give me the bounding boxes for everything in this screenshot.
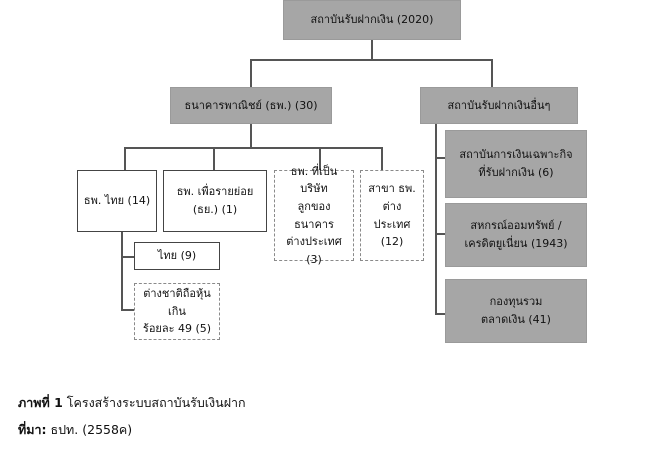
source-line: ที่มา: ธปท. (2558ค) [18,420,132,440]
connector [121,256,135,258]
figure-caption: ภาพที่ 1 โครงสร้างระบบสถาบันรับเงินฝาก [18,393,246,413]
node-foreign-branches: สาขา ธพ. ต่างประเทศ (12) [360,170,424,261]
source-text: ธปท. (2558ค) [50,422,133,437]
node-thai: ไทย (9) [134,242,220,270]
node-root: สถาบันรับฝากเงิน (2020) [283,0,461,40]
node-money-market-funds: กองทุนรวม ตลาดเงิน (41) [445,279,587,343]
node-foreign-subsidiaries: ธพ. ที่เป็นบริษัท ลูกของธนาคาร ต่างประเท… [274,165,354,266]
node-other-institutions: สถาบันรับฝากเงินอื่นๆ [420,87,578,124]
node-commercial-banks: ธนาคารพาณิชย์ (ธพ.) (30) [170,87,332,124]
connector [250,124,252,148]
connector [435,233,445,235]
connector [213,147,215,170]
node-thai-banks: ธพ. ไทย (14) [77,170,157,232]
node-specialized-institutions: สถาบันการเงินเฉพาะกิจ ที่รับฝากเงิน (6) [445,130,587,198]
connector [250,59,492,61]
source-label: ที่มา: [18,422,47,437]
connector [435,313,445,315]
connector [381,147,383,170]
connector [124,147,383,149]
figure-label: ภาพที่ 1 [18,395,63,410]
connector [124,147,126,170]
connector [250,59,252,87]
connector [121,309,135,311]
figure-title: โครงสร้างระบบสถาบันรับเงินฝาก [66,395,246,410]
node-retail-banks: ธพ. เพื่อรายย่อย (ธย.) (1) [163,170,267,232]
connector [435,157,445,159]
node-foreign-owned: ต่างชาติถือหุ้นเกิน ร้อยละ 49 (5) [134,283,220,340]
connector [491,59,493,87]
node-cooperatives: สหกรณ์ออมทรัพย์ / เครดิตยูเนี่ยน (1943) [445,203,587,267]
connector [435,124,437,314]
connector [319,147,321,170]
connector [371,40,373,60]
connector [121,232,123,310]
